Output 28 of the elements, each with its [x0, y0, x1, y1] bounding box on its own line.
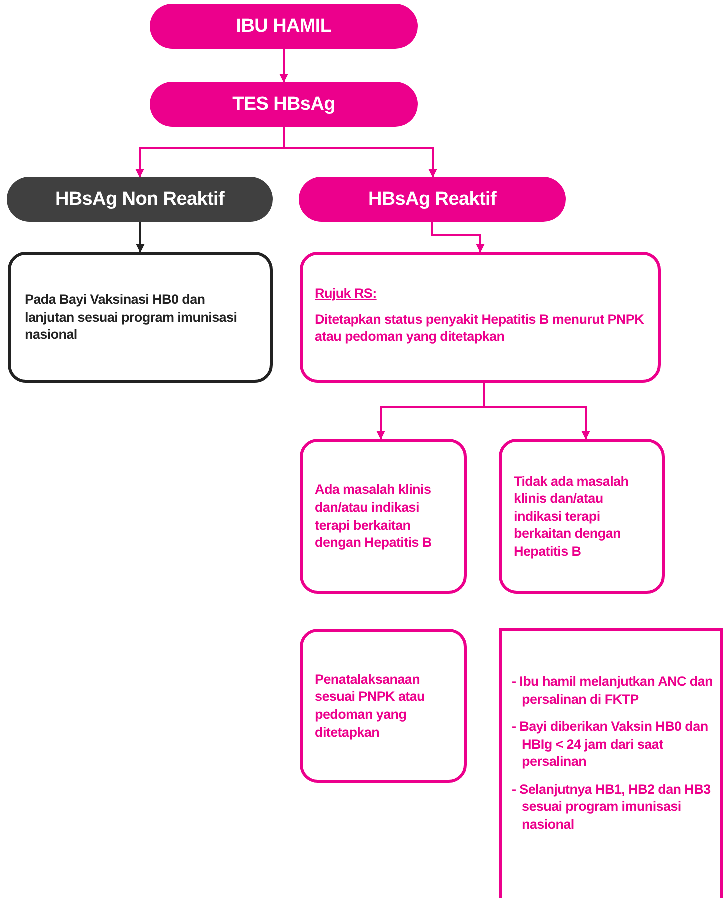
box-text: Penatalaksanaan sesuai PNPK atau pedoman yang ditetapkan [315, 670, 426, 742]
process-box [300, 629, 467, 783]
process-box [8, 252, 273, 383]
start-pill [299, 177, 566, 222]
arrow [483, 383, 590, 440]
box-text: Tidak ada masalah klinis dan/atau indikasi terapi berkaitan dengan Hepatitis B [514, 472, 630, 560]
pill-label: HBsAg Reaktif [368, 188, 497, 210]
arrow [280, 49, 288, 83]
process-box [300, 252, 661, 383]
box-text: Pada Bayi Vaksinasi HB0 dan lanjutan sesuai program imunisasi nasional [25, 291, 238, 344]
box-text: Ada masalah klinis dan/atau indikasi terapi berkaitan dengan Hepatitis B [315, 481, 433, 552]
box-text: Ditetapkan status penyakit Hepatitis B menurut PNPK atau pedoman yang ditetapkan [315, 310, 646, 346]
process-box [300, 439, 467, 594]
pill-label: HBsAg Non Reaktif [55, 188, 225, 210]
pill-label: IBU HAMIL [236, 16, 332, 38]
bullet-item: - Selanjutnya HB1, HB2 dan HB3 sesuai program imunisasi nasional [512, 780, 712, 834]
start-pill [150, 4, 418, 49]
process-box [499, 439, 665, 594]
arrow [136, 222, 145, 253]
arrow [432, 222, 485, 253]
result-pill [7, 177, 273, 222]
box-heading: Rujuk RS: [315, 285, 378, 303]
start-pill [150, 82, 418, 127]
bullet-item: - Ibu hamil melanjutkan ANC dan persalinan di FKTP [512, 673, 714, 708]
info-panel [499, 628, 723, 898]
bullet-item: - Bayi diberikan Vaksin HB0 dan HBIg < 24 jam dari saat persalinan [512, 718, 710, 771]
arrow [283, 127, 438, 178]
pill-label: TES HBsAg [232, 94, 336, 116]
